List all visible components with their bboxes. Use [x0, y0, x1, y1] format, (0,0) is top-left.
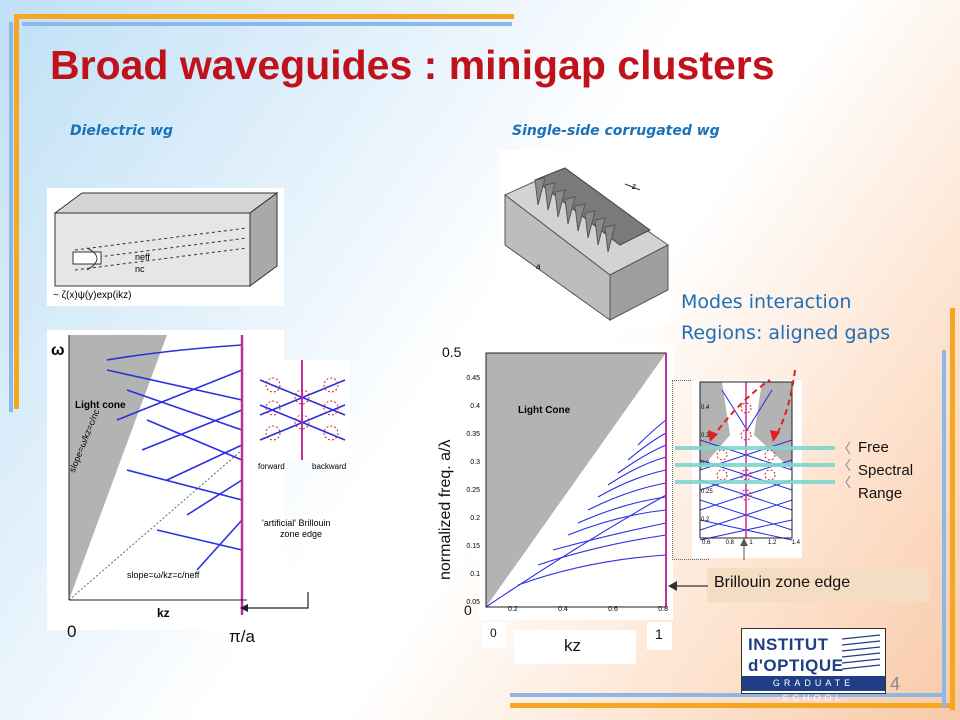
right-y-ticks: 0.45 0.4 0.35 0.3 0.25 0.2 0.15 0.1 0.05 [456, 365, 480, 617]
logo-stripes [841, 634, 881, 670]
inset-y-tick: 0.2 [701, 517, 710, 523]
kz-box [514, 630, 636, 664]
frame-orange-top [14, 14, 514, 19]
fsr-line3: Range [858, 485, 903, 502]
modes-line2: Regions: aligned gaps [681, 322, 891, 344]
omega-label: ω [51, 342, 65, 359]
backward-label: backward [312, 462, 347, 471]
n-eff-label: neff [135, 252, 150, 262]
inset-x-tick: 1.4 [791, 540, 800, 546]
forward-label: forward [258, 462, 285, 471]
crossing-inset [255, 360, 350, 460]
kz-label: kz [157, 606, 170, 620]
y-tick: 0.1 [470, 571, 480, 578]
frame-blue-top [22, 22, 512, 26]
brillouin-edge-label: Brillouin zone edge [714, 574, 851, 591]
subtitle-corrugated-wg: Single-side corrugated wg [512, 123, 720, 139]
right-x-ticks: 0.2 0.4 0.6 0.8 [508, 606, 668, 613]
frame-orange-right [950, 308, 955, 710]
x-tick: 0.8 [658, 606, 668, 613]
frame-orange-left [14, 14, 19, 409]
right-light-cone-label: Light Cone [518, 405, 571, 416]
modes-interaction-note: Modes interaction Regions: aligned gaps [681, 287, 890, 349]
inset-x-tick: 1.2 [767, 540, 777, 546]
n-c-label: nc [135, 264, 145, 274]
brillouin-edge-box [707, 568, 929, 602]
x-tick: 0.4 [558, 606, 568, 613]
x-zero-box [482, 622, 506, 648]
frame-blue-right [942, 350, 946, 708]
inset-x-tick: 0.8 [725, 540, 734, 546]
logo-line1: INSTITUT [748, 635, 829, 654]
right-band-drawing: 0.45 0.4 0.35 0.3 0.25 0.2 0.15 0.1 0.05 [460, 352, 667, 608]
x-tick: 0.2 [508, 606, 518, 613]
x-tick: 0.6 [608, 606, 618, 613]
brillouin-note-line1: 'artificial' Brillouin [262, 518, 331, 528]
brillouin-note: 'artificial' Brillouin zone edge [262, 518, 330, 540]
fsr-overlay [675, 369, 851, 560]
zone-edge-arrow [240, 592, 309, 612]
right-band-plot: 0.45 0.4 0.35 0.3 0.25 0.2 0.15 0.1 0.05… [460, 345, 673, 620]
fsr-line2: Spectral [858, 462, 914, 479]
inset-x-ticks: 0.6 0.8 1 1.2 1.4 [702, 540, 800, 546]
x-one-label: 1 [655, 626, 663, 642]
light-cone-label: Light cone [75, 400, 126, 411]
modes-line1: Modes interaction [681, 291, 852, 313]
corrugated-wg-diagram: z a [500, 150, 670, 325]
frame-blue-left [9, 22, 13, 412]
logo-line3: GRADUATE SCHOOL [742, 676, 885, 703]
x-zero-label: 0 [490, 626, 497, 640]
inset-y-tick: 0.35 [701, 433, 713, 439]
left-band-diagram: ω Light cone slope=ω/kz=c/nc slope=ω/kz=… [47, 330, 284, 630]
right-kz-label: kz [564, 636, 581, 655]
y-tick: 0.35 [466, 431, 480, 438]
free-spectral-range-label: Free Spectral Range [858, 436, 913, 505]
inset-x-tick: 0.6 [702, 540, 711, 546]
zoomed-inset: 0.4 0.35 0.3 0.25 0.2 0.6 0.8 1 1.2 1.4 [692, 380, 802, 558]
z-axis-label: z [632, 182, 636, 191]
y-tick: 0.25 [466, 487, 480, 494]
slope-bottom-label: slope=ω/kz=c/neff [127, 570, 200, 580]
frame-blue-bottom [510, 693, 946, 697]
institut-optique-logo: INSTITUT d'OPTIQUE GRADUATE SCHOOL [741, 628, 886, 703]
left-band-plot [68, 335, 247, 615]
inset-y-tick: 0.4 [701, 405, 710, 411]
y-tick: 0.05 [466, 599, 480, 606]
y-tick: 0.45 [466, 375, 480, 382]
y-tick: 0.3 [470, 459, 480, 466]
mode-equation: ~ ζ(x)ψ(y)exp(ikz) [53, 290, 132, 301]
corrugated-wg-drawing [504, 167, 669, 321]
fsr-line1: Free [858, 439, 889, 456]
inset-x-tick: 1 [749, 540, 753, 546]
y-tick: 0.4 [470, 403, 480, 410]
left-zero-label: 0 [67, 622, 77, 641]
y-axis-label: normalized freq. a/λ [437, 439, 454, 580]
inset-y-tick: 0.25 [701, 489, 713, 495]
subtitle-dielectric-wg: Dielectric wg [70, 123, 174, 139]
brillouin-edge-arrow [668, 581, 708, 591]
crossing-inset-drawing [259, 360, 346, 460]
y-tick: 0.15 [466, 543, 480, 550]
pi-over-a-label: π/a [229, 627, 255, 646]
slide-title: Broad waveguides : minigap clusters [50, 42, 775, 88]
dielectric-wg-drawing [53, 192, 279, 287]
frame-orange-bottom [510, 703, 955, 708]
x-one-box [647, 622, 672, 650]
y-top-label: 0.5 [442, 344, 462, 360]
dielectric-wg-diagram: neff nc ~ ζ(x)ψ(y)exp(ikz) [47, 188, 284, 306]
y-tick: 0.2 [470, 515, 480, 522]
page-number: 4 [890, 674, 901, 694]
y-bottom-label: 0 [464, 602, 472, 618]
brillouin-note-line2: zone edge [280, 529, 323, 539]
period-a-label: a [536, 262, 541, 271]
logo-line2: d'OPTIQUE [748, 656, 844, 675]
